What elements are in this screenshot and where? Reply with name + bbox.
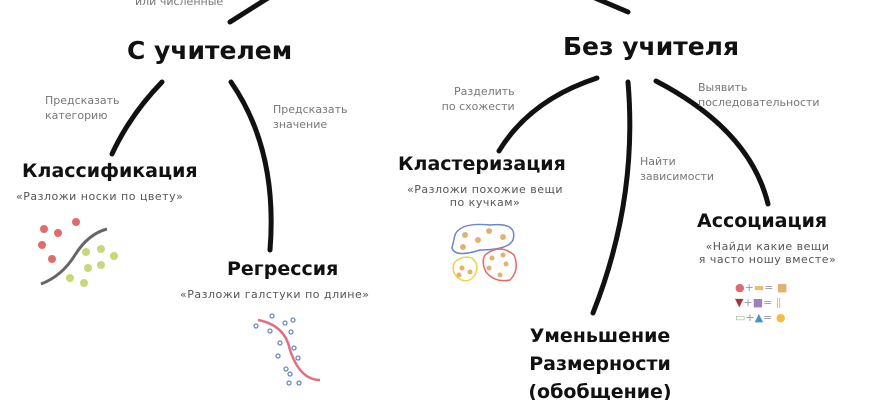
label-line: последовательности <box>698 96 820 109</box>
title-line: (обобщение) <box>528 381 672 400</box>
label-line: Предсказать <box>45 94 120 107</box>
quote-line: по кучкам» <box>449 196 521 209</box>
edge-label-dimensionality: Найти зависимости <box>640 154 714 184</box>
top-edge-label: или численные <box>135 0 224 8</box>
regression-quote: «Разложи галстуки по длине» <box>180 288 370 301</box>
quote-line: «Найди какие вещи <box>705 240 830 253</box>
edge-root-supervised <box>227 0 270 25</box>
label-line: Найти <box>640 155 676 168</box>
dimensionality-title: Уменьшение Размерности (обобщение) <box>500 322 700 400</box>
edge-label-classification: Предсказать категорию <box>45 93 120 123</box>
unsupervised-title: Без учителя <box>563 32 740 61</box>
clustering-illustration <box>451 223 517 282</box>
edge-root-unsupervised <box>593 0 631 15</box>
label-line: категорию <box>45 109 108 122</box>
label-line: зависимости <box>640 170 715 183</box>
edge-association <box>653 78 771 207</box>
edge-label-regression: Предсказать значение <box>273 102 348 132</box>
association-quote: «Найди какие вещи я часто ношу вместе» <box>685 240 850 266</box>
quote-line: «Разложи похожие вещи <box>406 183 563 196</box>
edge-classification <box>109 79 165 157</box>
classification-title: Классификация <box>22 160 198 182</box>
title-line: Уменьшение <box>529 325 671 347</box>
edge-regression <box>228 79 274 253</box>
classification-illustration <box>38 218 118 287</box>
supervised-title: С учителем <box>127 36 293 65</box>
edge-label-association: Выявить последовательности <box>698 80 820 110</box>
label-line: Выявить <box>698 81 748 94</box>
clustering-title: Кластеризация <box>398 153 566 175</box>
label-line: значение <box>273 118 328 131</box>
edge-dimensionality <box>590 79 633 316</box>
regression-title: Регрессия <box>227 258 339 280</box>
association-title: Ассоциация <box>697 210 828 232</box>
association-illustration: ●+▬= ■ ▼+■= ǁ ▭+▲= ● <box>735 280 787 325</box>
quote-line: я часто ношу вместе» <box>698 253 837 266</box>
label-line: Разделить <box>454 85 515 98</box>
classification-quote: «Разложи носки по цвету» <box>16 190 184 203</box>
title-line: Размерности <box>529 353 671 375</box>
emoji-row: ●+▬= ■ <box>735 281 788 294</box>
edge-clustering <box>496 75 600 154</box>
edge-label-clustering: Разделить по схожести <box>440 84 515 114</box>
label-line: Предсказать <box>273 103 348 116</box>
regression-illustration <box>253 313 321 386</box>
emoji-row: ▼+■= ǁ <box>735 296 782 309</box>
clustering-quote: «Разложи похожие вещи по кучкам» <box>395 183 575 209</box>
label-line: по схожести <box>441 100 515 113</box>
emoji-row: ▭+▲= ● <box>735 311 786 324</box>
